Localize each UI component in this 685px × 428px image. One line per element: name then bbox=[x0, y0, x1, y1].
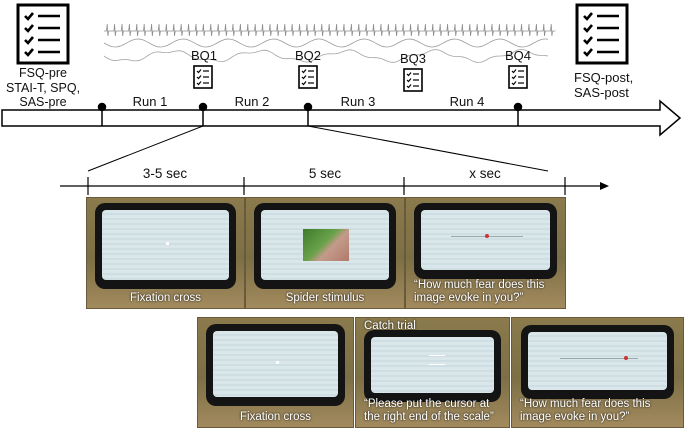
segment-fixation-duration: 3-5 sec bbox=[142, 166, 188, 181]
monitor bbox=[254, 203, 396, 289]
bq1-label: BQ1 bbox=[190, 48, 217, 63]
caption-fear-rating-1: “How much fear does this image evoke in … bbox=[414, 279, 545, 304]
run-1-label: Run 1 bbox=[132, 94, 168, 109]
photo-fixation-2: Fixation cross bbox=[197, 317, 354, 428]
zoom-line-right bbox=[307, 125, 549, 172]
bq2-icon bbox=[298, 65, 318, 89]
monitor bbox=[206, 324, 345, 406]
trial-timeline-arrowhead bbox=[600, 182, 609, 190]
fixation-cross bbox=[275, 360, 279, 364]
session-timeline-arrow bbox=[1, 99, 682, 137]
ecg-trace bbox=[104, 23, 556, 37]
post-questionnaires-label: FSQ-post, SAS-post bbox=[574, 70, 634, 100]
segment-stimulus-duration: 5 sec bbox=[308, 166, 342, 181]
pre-questionnaires-label: FSQ-pre STAI-T, SPQ, SAS-pre bbox=[5, 66, 81, 109]
eda-trace bbox=[103, 49, 549, 63]
monitor bbox=[95, 203, 236, 289]
bq4-label: BQ4 bbox=[504, 48, 531, 63]
run-markers bbox=[97, 102, 523, 126]
bq3-icon bbox=[403, 68, 423, 92]
run-4-label: Run 4 bbox=[449, 94, 485, 109]
respiration-trace bbox=[103, 38, 549, 48]
photo-catch-trial: Catch trial “Please put the cursor at th… bbox=[355, 317, 510, 428]
monitor bbox=[414, 203, 557, 279]
photo-spider-stimulus: Spider stimulus bbox=[245, 197, 405, 309]
checklist-icon-pre bbox=[16, 3, 70, 65]
fixation-cross bbox=[165, 241, 169, 245]
monitor bbox=[364, 330, 501, 402]
zoom-line-left bbox=[87, 125, 204, 172]
bq1-icon bbox=[193, 65, 213, 89]
caption-fear-rating-2: “How much fear does this image evoke in … bbox=[520, 398, 651, 423]
checklist-icon-post bbox=[575, 3, 629, 65]
rating-scale bbox=[560, 358, 638, 359]
rating-cursor bbox=[485, 234, 489, 238]
photo-fixation-1: Fixation cross bbox=[86, 197, 245, 309]
photo-fear-rating-2: “How much fear does this image evoke in … bbox=[511, 317, 684, 428]
monitor bbox=[521, 325, 674, 399]
caption-fixation-2: Fixation cross bbox=[240, 411, 311, 423]
photo-fear-rating-1: “How much fear does this image evoke in … bbox=[405, 197, 566, 309]
caption-spider-stimulus: Spider stimulus bbox=[285, 292, 365, 304]
catch-trial-label: Catch trial bbox=[364, 320, 416, 332]
catch-instruction-text bbox=[429, 355, 445, 365]
caption-fixation-1: Fixation cross bbox=[130, 292, 201, 304]
trial-timeline-ticks bbox=[87, 177, 566, 195]
rating-cursor bbox=[624, 356, 628, 360]
run-3-label: Run 3 bbox=[340, 94, 376, 109]
run-2-label: Run 2 bbox=[234, 94, 270, 109]
bq3-label: BQ3 bbox=[399, 51, 426, 66]
bq2-label: BQ2 bbox=[294, 48, 321, 63]
caption-catch-instruction: “Please put the cursor at the right end … bbox=[364, 398, 494, 423]
segment-rating-duration: x sec bbox=[469, 166, 501, 181]
bq4-icon bbox=[508, 65, 528, 89]
spider-image bbox=[303, 229, 349, 261]
